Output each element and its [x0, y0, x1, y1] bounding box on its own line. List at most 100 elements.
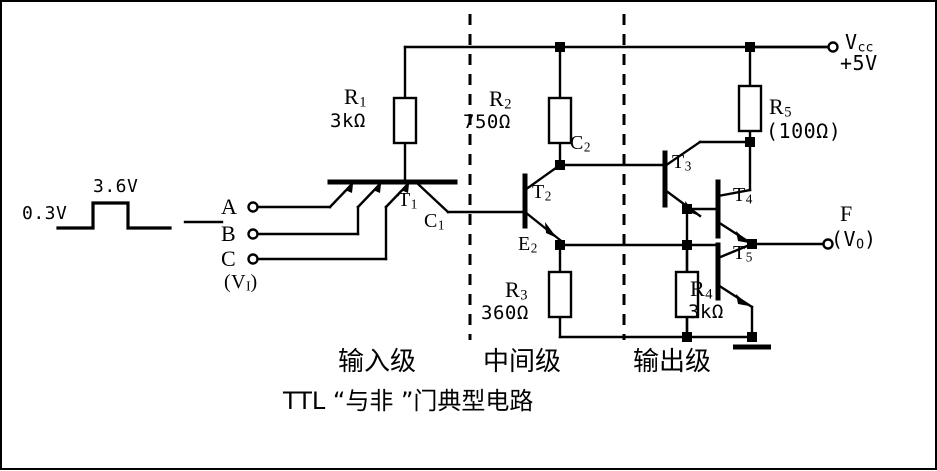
- t4-collector-lead: [716, 188, 752, 198]
- input-label-b: B: [221, 221, 237, 246]
- resistor-r3-sub: 3: [520, 287, 528, 304]
- transistor-t1-id: T: [398, 189, 411, 211]
- resistor-r2-label: R2: [489, 88, 511, 112]
- t5-emitter-lead: [716, 283, 754, 309]
- resistor-r1-label: R1: [344, 86, 366, 110]
- input-waveform: [56, 201, 172, 230]
- node-c1-sub: 1: [437, 217, 445, 233]
- node-c2-label: C2: [570, 133, 590, 154]
- stage-label-input: 输入级: [338, 347, 417, 377]
- junction-output: [747, 239, 757, 249]
- transistor-t2-label: T2: [532, 182, 551, 203]
- t1-collector-lead: [416, 182, 450, 214]
- node-c1-label: C1: [424, 211, 444, 232]
- junction-r5-t3c: [745, 137, 755, 147]
- resistor-r1-value: 3kΩ: [330, 110, 366, 132]
- resistor-r1-sub: 1: [359, 94, 367, 111]
- resistor-r2-body: [547, 96, 573, 145]
- t4-emitter-arrow: [736, 231, 749, 243]
- t3-emitter-lead: [663, 188, 702, 218]
- t3-collector-lead: [663, 140, 702, 168]
- node-e2-sub: 2: [530, 240, 538, 256]
- transistor-t5-sub: 5: [745, 249, 753, 265]
- resistor-r2-sub: 2: [504, 96, 512, 113]
- transistor-t4-label: T4: [733, 185, 752, 206]
- input-label-c: C: [221, 246, 237, 271]
- supply-name: V: [845, 30, 858, 54]
- resistor-r5-sub: 5: [784, 104, 792, 121]
- t2-emitter-arrow: [545, 222, 557, 238]
- input-label-a: A: [221, 194, 238, 219]
- figure-title: TTL “与非 ”门典型电路: [283, 387, 534, 415]
- output-group-label: (VO): [831, 229, 877, 252]
- terminals: [247, 41, 839, 265]
- resistor-r3-label: R3: [505, 279, 527, 303]
- transistor-t1-sub: 1: [410, 196, 418, 212]
- terminal-input-c: [247, 253, 259, 265]
- transistor-t3-sub: 3: [684, 158, 692, 174]
- resistor-r5-id: R: [769, 94, 785, 119]
- transistor-t2-sub: 2: [544, 188, 552, 204]
- node-c2-sub: 2: [583, 139, 591, 155]
- terminal-input-a: [247, 201, 259, 213]
- terminal-output-f: [822, 238, 834, 250]
- node-c1-id: C: [424, 210, 438, 232]
- junction-vcc-r2: [555, 42, 565, 52]
- resistor-r4-label: R4: [690, 278, 712, 302]
- supply-sub: cc: [857, 40, 874, 56]
- junction-vcc-r5: [745, 42, 755, 52]
- resistor-r3-id: R: [505, 277, 521, 302]
- junction-r4-rail: [682, 240, 692, 250]
- node-c2-id: C: [570, 132, 584, 154]
- resistor-r3-value: 360Ω: [481, 302, 529, 324]
- transistor-t5-label: T5: [733, 243, 752, 264]
- transistor-t5-id: T: [733, 242, 746, 264]
- transistor-t3-id: T: [672, 151, 685, 173]
- transistor-t2-id: T: [532, 181, 545, 203]
- resistor-r4-id: R: [690, 276, 706, 301]
- input-group-open: (V: [224, 271, 247, 293]
- node-e2-id: E: [518, 233, 531, 255]
- terminal-vcc: [827, 41, 839, 53]
- junction-t3e-t4b: [682, 204, 692, 214]
- junction-gnd-r4: [682, 332, 692, 342]
- stage-label-intermediate: 中间级: [483, 347, 562, 377]
- t5-collector-lead: [716, 242, 754, 260]
- t5-emitter-arrow: [736, 294, 749, 306]
- t1-emitter-a-arrow: [345, 184, 353, 193]
- waveform-high-label: 3.6V: [93, 176, 139, 197]
- resistor-r4-value: 3kΩ: [688, 301, 724, 323]
- stage-label-output: 输出级: [633, 347, 712, 377]
- node-e2-label: E2: [518, 234, 537, 255]
- junction-gnd-t5: [747, 332, 757, 342]
- transistor-t1-label: T1: [398, 190, 417, 211]
- transistor-t3-label: T3: [672, 152, 691, 173]
- input-group-label: (VI): [224, 272, 258, 293]
- resistor-r3-body: [547, 270, 573, 319]
- junction-e2: [555, 240, 565, 250]
- supply-voltage: +5V: [840, 51, 878, 75]
- t2-collector-lead: [523, 163, 562, 192]
- resistor-r1-id: R: [344, 84, 360, 109]
- resistor-bodies: [392, 84, 763, 319]
- junction-c2: [555, 160, 565, 170]
- output-sub: O: [856, 237, 865, 253]
- input-group-sub: I: [246, 278, 251, 294]
- resistor-r4-body: [674, 270, 700, 319]
- terminal-input-b: [247, 228, 259, 240]
- resistor-r2-value: 750Ω: [463, 111, 511, 133]
- output-paren-close: ): [864, 227, 877, 251]
- t4-emitter-lead: [716, 220, 754, 246]
- output-paren-open: (V: [831, 227, 857, 251]
- transistor-t4-id: T: [733, 184, 746, 206]
- input-group-close: ): [250, 271, 258, 293]
- resistor-r5-label: R5: [769, 96, 791, 120]
- t1-emitter-c-arrow: [401, 184, 409, 193]
- resistor-r5-value: (100Ω): [766, 119, 842, 143]
- resistor-r5-body: [737, 84, 763, 133]
- resistor-r4-sub: 4: [705, 286, 713, 303]
- resistor-r2-id: R: [489, 86, 505, 111]
